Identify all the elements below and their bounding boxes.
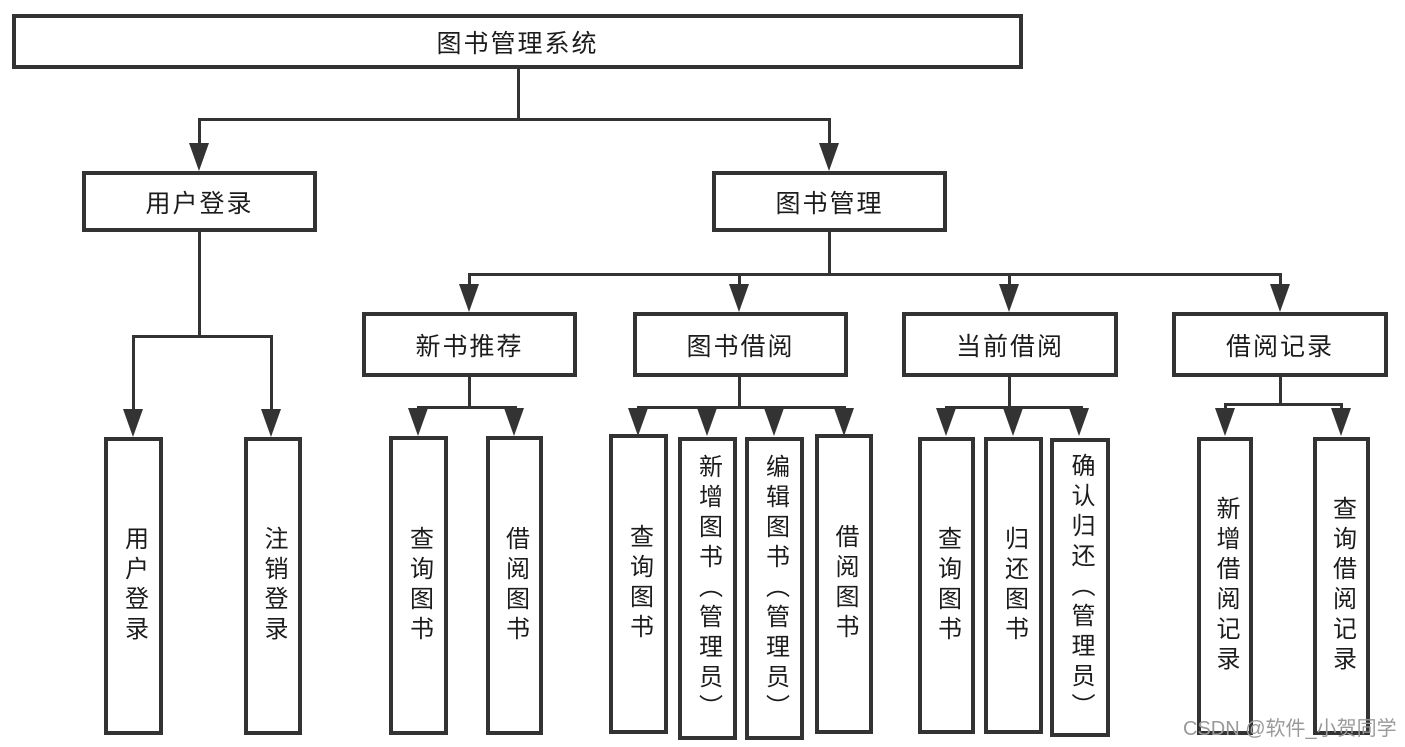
arrow-down-icon [261,409,281,437]
arrow-down-icon [459,284,479,312]
csdn-watermark: CSDN @软件_小贺同学 [1183,718,1397,740]
node-label: 查询图书 [625,524,653,644]
leaf-query-books-3: 查询图书 [918,437,975,734]
node-label: 查询图书 [933,525,961,646]
leaf-edit-books-admin: 编辑图书（管理员） [745,437,804,740]
node-label: 注销登录 [260,526,287,646]
node-label: 借阅记录 [1225,332,1334,361]
arrow-down-icon [764,408,784,436]
arrow-down-icon [834,408,854,436]
leaf-logout: 注销登录 [244,437,302,735]
node-new-book-recommend: 新书推荐 [362,312,577,377]
leaf-add-books-admin: 新增图书（管理员） [678,437,737,740]
connector-stem [198,118,201,152]
leaf-query-books-2: 查询图书 [609,434,668,734]
connector-stem [1008,273,1011,293]
leaf-query-books-1: 查询图书 [389,436,448,735]
leaf-borrow-books-2: 借阅图书 [815,434,873,734]
connector-stem [1279,375,1282,406]
node-user-login: 用户登录 [82,171,317,232]
leaf-user-login: 用户登录 [104,437,163,735]
leaf-return-books: 归还图书 [984,437,1043,734]
node-borrow-record: 借阅记录 [1172,312,1388,377]
arrow-down-icon [504,408,524,436]
arrow-down-icon [697,408,717,436]
node-label: 新增图书（管理员） [694,453,722,724]
node-book-management: 图书管理 [712,171,947,232]
connector-stem [270,335,273,413]
node-library-system: 图书管理系统 [12,14,1023,69]
leaf-query-borrow-record: 查询借阅记录 [1313,437,1370,735]
arrow-down-icon [1215,408,1235,436]
arrow-down-icon [729,284,749,312]
connector-stem [198,232,201,338]
node-label: 新书推荐 [415,332,524,361]
connector-root-stem [517,69,520,121]
connector-stem [1008,375,1011,409]
arrow-down-icon [999,284,1019,312]
arrow-down-icon [1003,408,1023,436]
arrow-down-icon [1069,408,1089,436]
node-label: 查询图书 [405,525,433,646]
node-label: 借阅图书 [501,525,529,646]
connector-stem [738,375,741,409]
connector-branch [637,406,846,409]
connector-branch [132,335,273,338]
connector-stem [468,273,471,293]
leaf-borrow-books-1: 借阅图书 [486,436,543,735]
node-label: 当前借阅 [955,332,1064,361]
node-label: 用户登录 [145,189,254,218]
node-label: 编辑图书（管理员） [761,453,789,724]
connector-branch [468,273,1281,276]
node-label: 图书管理 [775,189,884,218]
leaf-confirm-return-admin: 确认归还（管理员） [1050,438,1110,737]
leaf-add-borrow-record: 新增借阅记录 [1197,437,1253,735]
arrow-down-icon [819,143,839,171]
arrow-down-icon [1331,408,1351,436]
connector-stem [738,273,741,293]
connector-stem [828,118,831,152]
node-label: 查询借阅记录 [1328,496,1356,676]
arrow-down-icon [123,409,143,437]
arrow-down-icon [1270,284,1290,312]
node-current-borrow: 当前借阅 [902,312,1118,377]
arrow-down-icon [189,143,209,171]
node-label: 确认归还（管理员） [1067,452,1094,723]
connector-branch [417,406,517,409]
connector-stem [1279,273,1282,293]
connector-branch [1224,403,1343,406]
node-label: 新增借阅记录 [1212,496,1239,676]
connector-stem [828,232,831,276]
arrow-down-icon [628,408,648,436]
node-label: 借阅图书 [831,524,858,644]
node-label: 图书借阅 [686,332,795,361]
connector-root-branch [198,118,831,121]
node-label: 图书管理系统 [436,29,599,58]
connector-stem [132,335,135,413]
arrow-down-icon [408,408,428,436]
arrow-down-icon [936,408,956,436]
node-label: 归还图书 [1000,525,1028,646]
node-label: 用户登录 [120,526,148,646]
connector-stem [468,375,471,409]
node-book-borrow: 图书借阅 [633,312,848,377]
